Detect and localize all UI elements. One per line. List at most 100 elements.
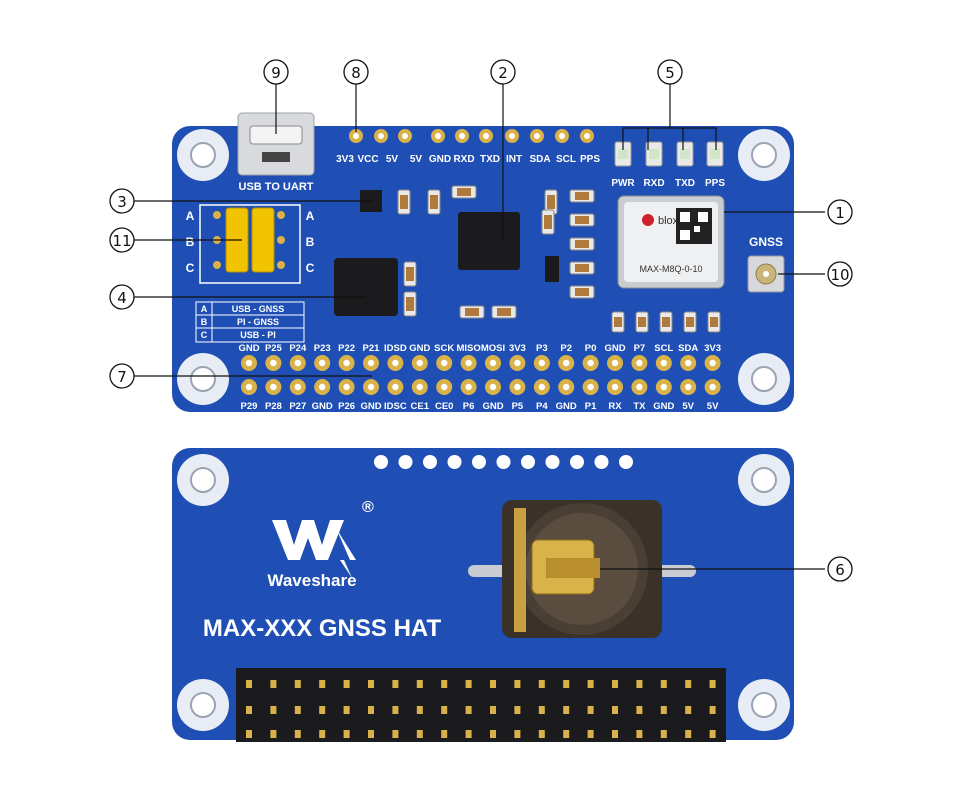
header-pad: [423, 455, 437, 469]
gpio-top-label: 3V3: [704, 343, 721, 354]
gpio-bottom-label: P1: [585, 401, 597, 412]
callout-10: 10: [827, 261, 853, 287]
gpio-pin: [704, 379, 721, 395]
gpio-pin: [460, 379, 477, 395]
callout-7: 7: [109, 363, 135, 389]
header-pad: [374, 455, 388, 469]
jumper-row-right-label: C: [306, 261, 315, 275]
header-pin: [368, 680, 374, 688]
gpio-top-label: P2: [560, 343, 572, 354]
gpio-top-label: P23: [314, 343, 331, 354]
top-header-pin: [374, 129, 388, 143]
callout-8: 8: [343, 59, 369, 85]
gpio-pin: [704, 355, 721, 371]
gpio-bottom-label: RX: [608, 401, 622, 412]
gpio-pin: [265, 379, 282, 395]
module-brand: blox: [658, 215, 679, 227]
callout-1: 1: [827, 199, 853, 225]
callout-3: 3: [109, 188, 135, 214]
header-pin: [685, 680, 692, 688]
gpio-bottom-label: TX: [633, 401, 646, 412]
callout-11: 11: [109, 227, 135, 253]
gpio-pin: [387, 355, 404, 371]
pi-40pin-header: [236, 668, 726, 742]
header-pin: [587, 706, 594, 714]
smd-component: [544, 189, 558, 215]
smd-component: [569, 285, 595, 299]
gpio-top-label: SCL: [654, 343, 673, 354]
header-pin: [612, 706, 618, 714]
gpio-pin: [485, 355, 501, 371]
header-pin: [612, 730, 618, 738]
jumper-row-left-label: A: [186, 209, 195, 223]
gpio-bottom-label: GND: [556, 401, 577, 412]
header-pin: [294, 706, 301, 714]
smd-component: [427, 189, 441, 215]
callout-4: 4: [109, 284, 135, 310]
header-pin: [709, 680, 716, 688]
header-pin: [246, 680, 252, 688]
top-header-pin: [349, 129, 363, 143]
board-title: MAX-XXX GNSS HAT: [203, 615, 442, 642]
gpio-bottom-label: 5V: [707, 401, 719, 412]
gpio-pin: [631, 379, 648, 395]
header-pin: [490, 730, 496, 738]
gpio-pin: [655, 379, 672, 395]
header-pin: [392, 680, 399, 688]
gpio-pin: [485, 379, 501, 395]
header-pin: [246, 730, 252, 738]
smd-component: [659, 311, 673, 333]
gpio-pin: [680, 379, 697, 395]
header-pin: [538, 680, 545, 688]
callout-6: 6: [827, 556, 853, 582]
smd-component: [611, 311, 625, 333]
gpio-pin: [387, 379, 404, 395]
mount-hole-bottom-left: [177, 353, 229, 405]
gpio-pin: [509, 379, 526, 395]
header-pin: [612, 680, 618, 688]
gpio-pin: [558, 379, 575, 395]
jumper-table-value: USB - PI: [240, 330, 276, 340]
battery-holder: [468, 500, 696, 638]
waveshare-logo: ® Waveshare: [267, 499, 374, 590]
registered-mark: ®: [362, 499, 374, 516]
gpio-pin: [411, 379, 428, 395]
callout-number: 5: [665, 64, 675, 82]
header-pin: [514, 706, 521, 714]
header-pin: [636, 730, 643, 738]
top-header-label: SCL: [556, 154, 576, 165]
mount-hole-b-top-left: [177, 454, 229, 506]
gpio-pin: [680, 355, 697, 371]
passive-components: [397, 185, 721, 333]
header-pin: [514, 730, 521, 738]
gpio-bottom-label: CE1: [411, 401, 430, 412]
header-pin: [636, 680, 643, 688]
brand-name: Waveshare: [267, 571, 356, 590]
gpio-top-label: IDSD: [384, 343, 407, 354]
header-pin: [319, 730, 326, 738]
header-pin: [538, 706, 545, 714]
header-pin: [416, 706, 423, 714]
header-pin: [441, 706, 448, 714]
gpio-top-label: 3V3: [509, 343, 526, 354]
gpio-pin: [558, 355, 575, 371]
header-pad: [472, 455, 486, 469]
callout-number: 11: [112, 232, 131, 250]
header-pin: [563, 680, 570, 688]
gpio-top-label: P25: [265, 343, 283, 354]
jumper-row-left-label: B: [186, 235, 195, 249]
gpio-pin: [314, 355, 331, 371]
header-pin: [685, 730, 692, 738]
jumper-cap-2[interactable]: [251, 207, 275, 273]
header-pad: [521, 455, 535, 469]
header-pin: [514, 680, 521, 688]
gpio-pin: [436, 379, 453, 395]
gpio-top-label: MOSI: [481, 343, 505, 354]
gpio-pin: [265, 355, 282, 371]
jumper-table-value: PI - GNSS: [237, 317, 279, 327]
gpio-pin: [655, 355, 672, 371]
